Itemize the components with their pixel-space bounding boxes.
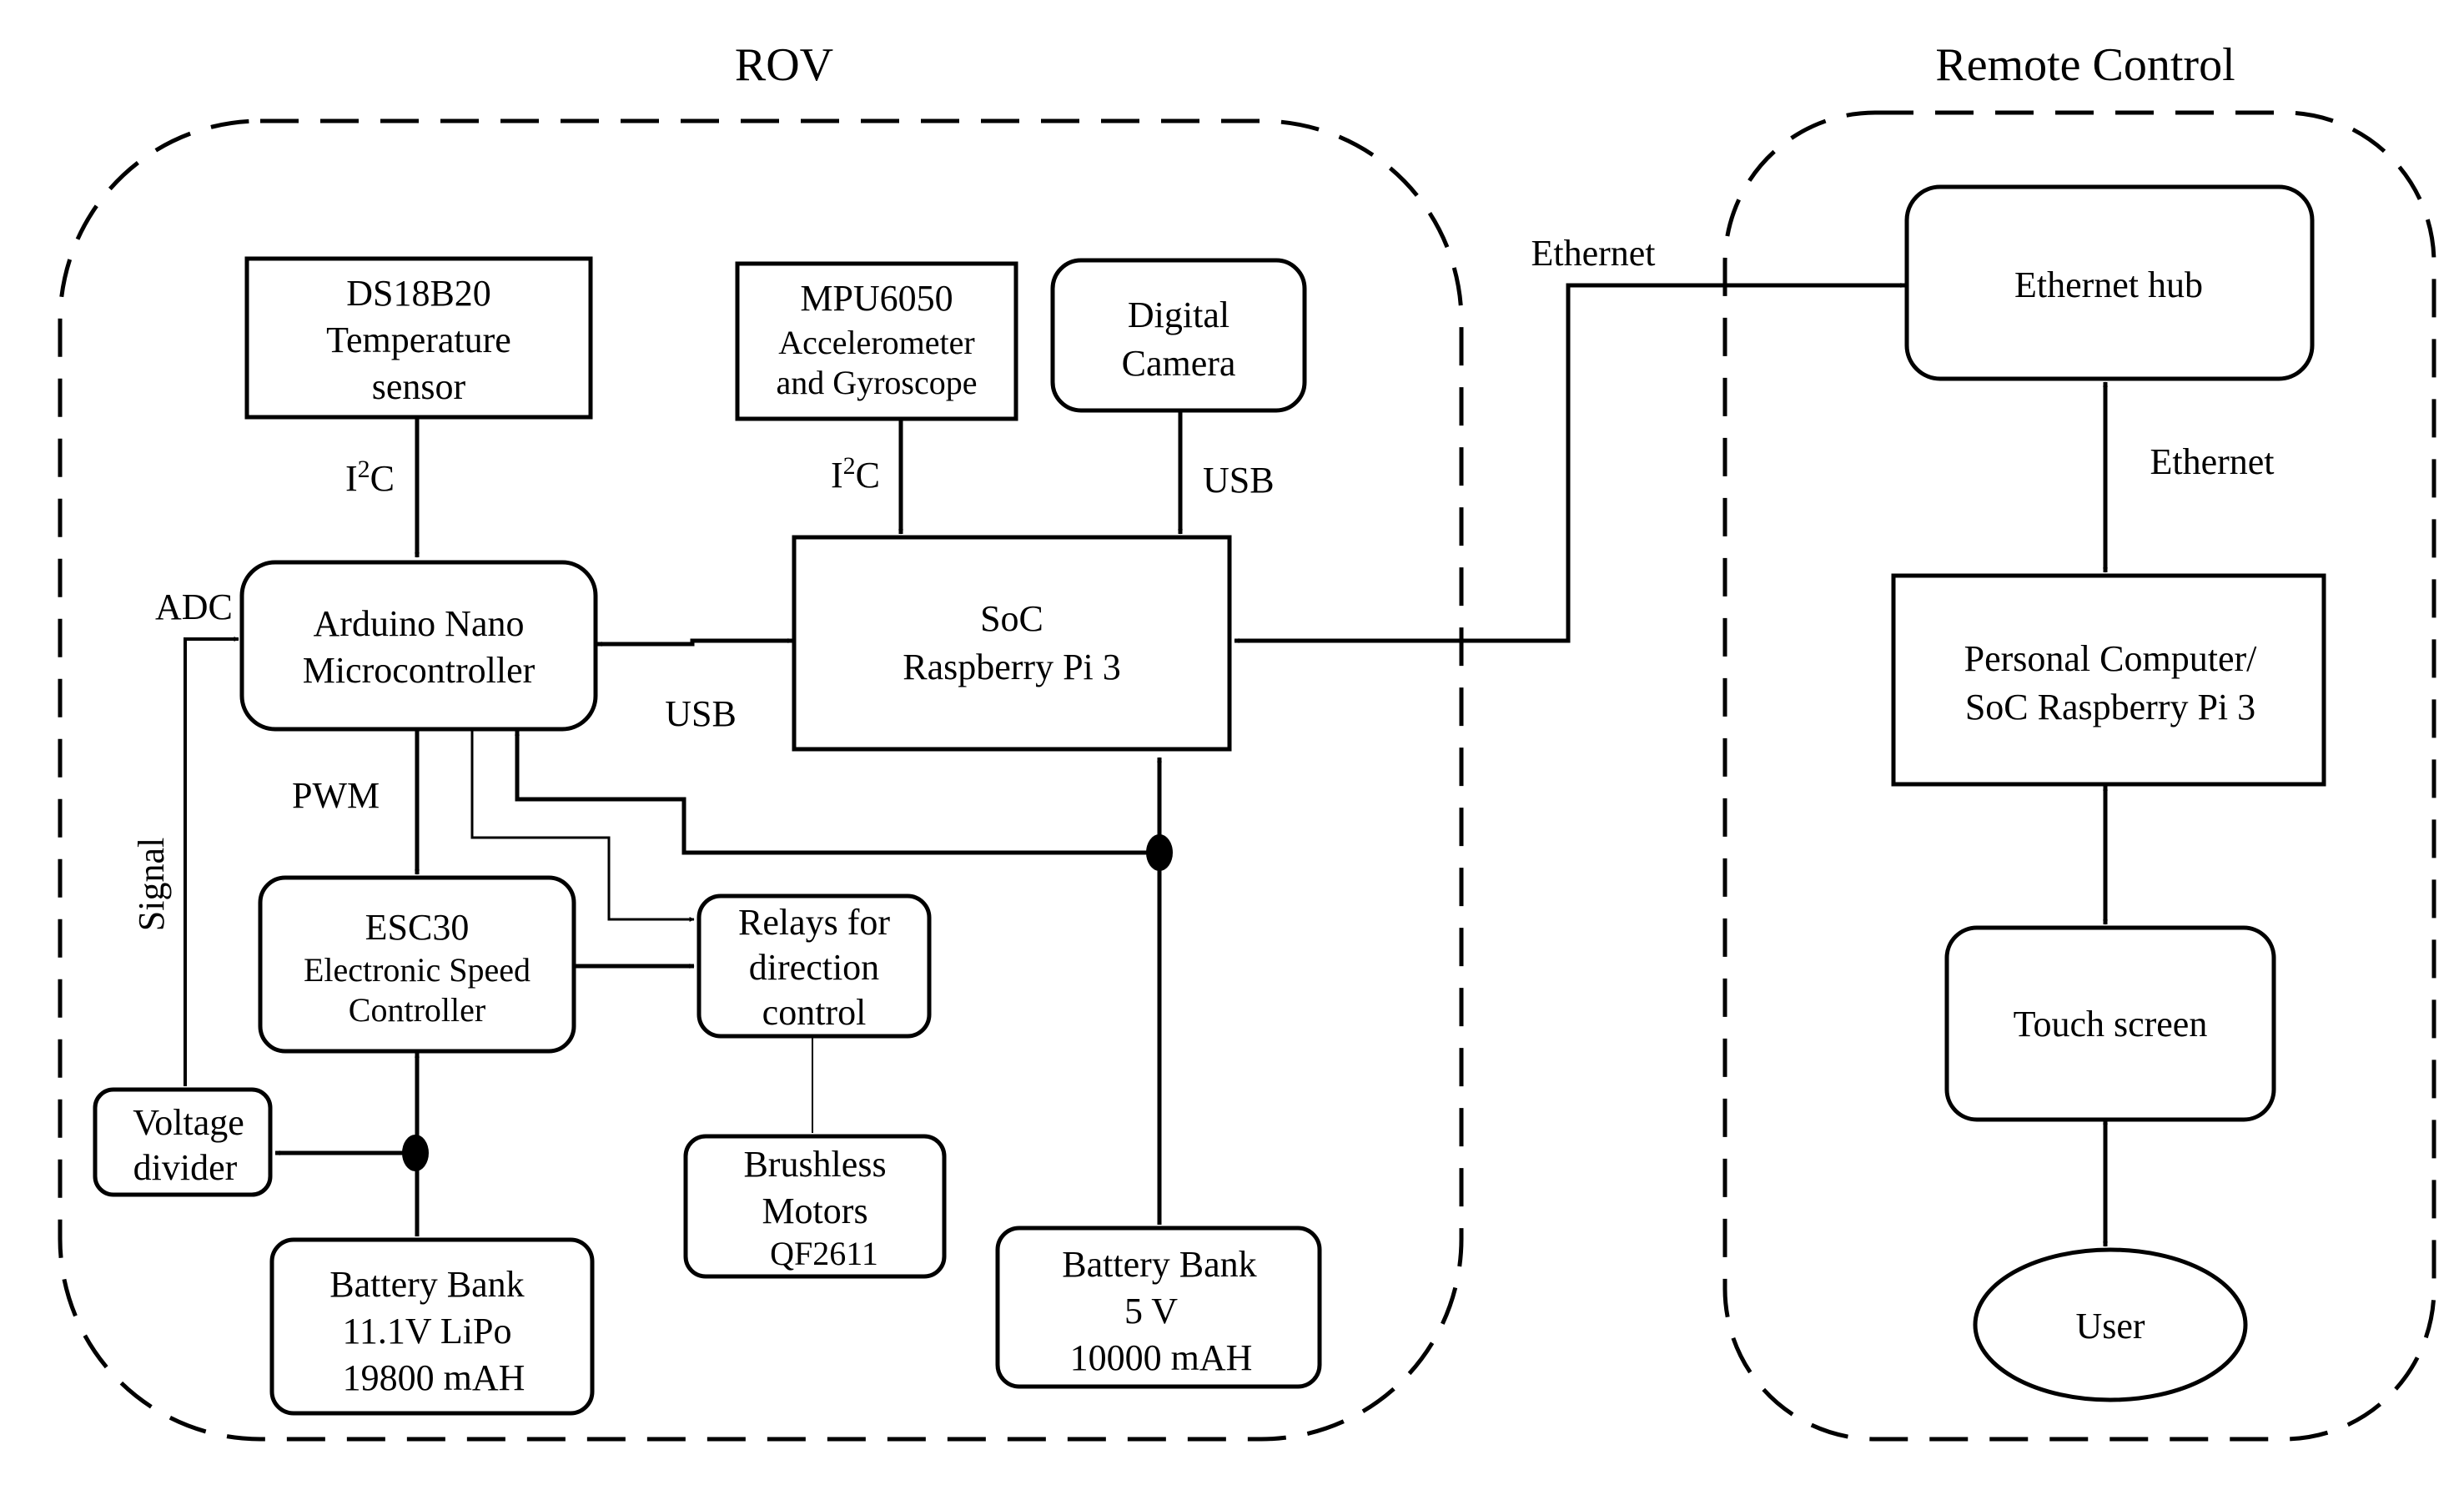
edge-voltage-divider-arduino	[184, 637, 239, 1086]
node-arduino-nano: Arduino Nano Microcontroller	[239, 560, 598, 732]
node-arduino-line1: Arduino Nano	[314, 603, 525, 644]
edge-arduino-relays	[470, 731, 695, 922]
node-relays-line1: Relays for	[738, 902, 890, 943]
rov-group-title: ROV	[735, 39, 833, 91]
node-camera-line2: Camera	[1122, 343, 1236, 384]
junction-battery-lipo	[402, 1135, 429, 1171]
edge-battery5v-arduino	[515, 730, 1159, 855]
node-esc30: ESC30 Electronic Speed Controller	[258, 875, 576, 1054]
node-esc-line1: ESC30	[365, 907, 470, 948]
node-soc-line1: SoC	[980, 598, 1043, 639]
edge-labels: I2C I2C USB USB ADC PWM Signal Ethernet …	[131, 233, 2275, 931]
node-soc-line2: Raspberry Pi 3	[903, 647, 1121, 687]
node-voltage-divider: Voltage divider	[93, 1087, 273, 1197]
node-pc-line1: Personal Computer/	[1964, 638, 2258, 679]
node-battery-lipo-line2: 11.1V LiPo	[343, 1311, 512, 1352]
edge-label-adc: ADC	[155, 586, 233, 627]
node-mpu6050-line2: Accelerometer	[778, 324, 974, 361]
node-mpu6050-line3: and Gyroscope	[776, 364, 977, 401]
node-relays-line3: control	[762, 992, 867, 1033]
edge-label-usb-arduino: USB	[665, 693, 737, 734]
node-ds18b20: DS18B20 Temperature sensor	[244, 256, 593, 420]
node-battery-lipo-line1: Battery Bank	[329, 1264, 524, 1305]
node-esc-line3: Controller	[349, 991, 485, 1029]
node-battery-5v-line3: 10000 mAH	[1070, 1337, 1253, 1378]
remote-control-group-frame	[1722, 110, 2436, 1442]
rov-group-frame	[58, 118, 1464, 1442]
remote-control-group-title: Remote Control	[1935, 39, 2235, 91]
node-motors-line2: Motors	[762, 1191, 867, 1231]
node-battery-bank-lipo: Battery Bank 11.1V LiPo 19800 mAH	[269, 1237, 595, 1416]
node-user: User	[1973, 1247, 2248, 1402]
connectors	[184, 283, 2108, 1247]
node-soc-raspberry-pi: SoC Raspberry Pi 3	[792, 535, 1232, 752]
node-relays-line2: direction	[749, 947, 879, 988]
edge-label-i2c-mpu6050: I2C	[831, 452, 880, 496]
node-pc-line2: SoC Raspberry Pi 3	[1965, 687, 2255, 727]
edge-label-usb-camera: USB	[1203, 460, 1275, 501]
node-digital-camera: Digital Camera	[1050, 258, 1307, 413]
edge-label-pwm: PWM	[292, 775, 380, 816]
node-ethernet-hub-label: Ethernet hub	[2014, 264, 2203, 305]
node-battery-lipo-line3: 19800 mAH	[343, 1357, 525, 1398]
node-battery-5v-line2: 5 V	[1124, 1291, 1178, 1331]
edge-soc-ethernet-hub	[1234, 283, 1906, 643]
node-esc-line2: Electronic Speed	[304, 951, 531, 989]
junction-battery5v	[1146, 834, 1173, 871]
node-motors-line3: QF2611	[770, 1235, 878, 1272]
node-user-label: User	[2075, 1306, 2145, 1347]
edge-label-ethernet-right: Ethernet	[2150, 441, 2274, 482]
node-relays: Relays for direction control	[696, 894, 932, 1039]
edge-label-i2c-ds18b20: I2C	[345, 456, 395, 499]
node-ds18b20-line2: Temperature	[326, 320, 511, 360]
node-voltage-divider-line1: Voltage	[133, 1102, 244, 1143]
node-touch-screen: Touch screen	[1944, 925, 2276, 1122]
node-camera-line1: Digital	[1128, 294, 1229, 335]
node-motors-line1: Brushless	[743, 1144, 886, 1185]
node-ds18b20-line3: sensor	[372, 366, 466, 407]
node-voltage-divider-line2: divider	[133, 1147, 238, 1188]
edge-label-signal: Signal	[131, 838, 172, 931]
node-ds18b20-line1: DS18B20	[346, 273, 491, 314]
node-personal-computer: Personal Computer/ SoC Raspberry Pi 3	[1891, 573, 2326, 787]
edge-label-ethernet-top: Ethernet	[1531, 233, 1655, 274]
node-battery-bank-5v: Battery Bank 5 V 10000 mAH	[995, 1226, 1322, 1389]
node-ethernet-hub: Ethernet hub	[1904, 184, 2315, 381]
node-brushless-motors: Brushless Motors QF2611	[683, 1134, 947, 1279]
node-mpu6050: MPU6050 Accelerometer and Gyroscope	[735, 261, 1018, 421]
edge-arduino-soc	[596, 638, 793, 647]
node-arduino-line2: Microcontroller	[303, 650, 536, 691]
node-touch-screen-label: Touch screen	[2014, 1004, 2208, 1045]
node-battery-5v-line1: Battery Bank	[1062, 1244, 1256, 1285]
node-mpu6050-line1: MPU6050	[800, 278, 953, 319]
